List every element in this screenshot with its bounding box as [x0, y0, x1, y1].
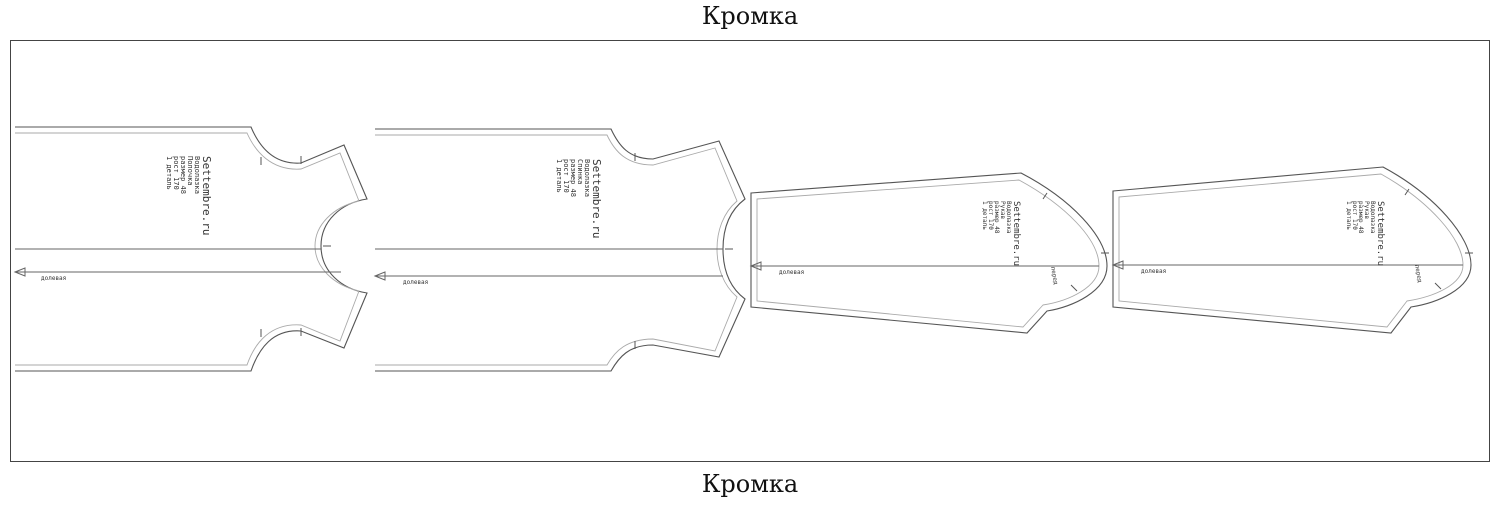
sleeve-1-label-line: размер 48 — [993, 201, 1000, 234]
pattern-layout-drawing: долевая Settembre.ru Водолазка Полочка р… — [13, 126, 1473, 372]
sleeve-2-cut-line — [1112, 166, 1472, 334]
back-label-line: Водолазка — [583, 159, 591, 197]
sleeve-2-grainline-arrow — [1111, 260, 1124, 270]
back-label-line: рост 170 — [562, 159, 570, 193]
back-label-line: 1 деталь — [555, 159, 563, 193]
sleeve-1-cut-line — [750, 172, 1108, 334]
back-grain-label: долевая — [403, 279, 428, 286]
top-selvage-label: Кромка — [701, 2, 799, 30]
sleeve-2-cap-label: перед — [1413, 264, 1423, 283]
sleeve-1-label-line: 1 деталь — [981, 201, 988, 230]
back-grainline-arrow — [373, 271, 386, 281]
bottom-selvage-label: Кромка — [701, 470, 799, 498]
back-label-line: Спинка — [576, 159, 584, 184]
sleeve-2-label-line: 1 деталь — [1345, 201, 1352, 230]
back-site-label: Settembre.ru — [590, 159, 603, 238]
sleeve-2-grain-label: долевая — [1141, 268, 1166, 275]
sleeve-1-grainline-arrow — [749, 261, 762, 271]
sleeve-2-site-label: Settembre.ru — [1375, 201, 1385, 266]
sleeve-piece-2: долевая перед Settembre.ru Водолазка Рук… — [1111, 166, 1473, 334]
sleeve-1-label-line: рост 170 — [987, 201, 994, 230]
front-grainline-arrow — [13, 267, 26, 277]
sleeve-1-seam-line — [756, 179, 1100, 328]
sleeve-2-notch — [1434, 282, 1442, 290]
front-piece: долевая Settembre.ru Водолазка Полочка р… — [13, 126, 368, 372]
back-piece: долевая Settembre.ru Водолазка Спинка ра… — [373, 128, 746, 372]
sleeve-1-grain-label: долевая — [779, 269, 804, 276]
front-seam-line — [15, 132, 360, 366]
front-grain-label: долевая — [41, 275, 66, 282]
sleeve-piece-1: долевая перед Settembre.ru Водолазка Рук… — [749, 172, 1109, 334]
back-label-line: размер 48 — [569, 159, 577, 197]
front-label-line: Полочка — [186, 156, 194, 186]
sleeve-1-label-line: Рукав — [999, 201, 1006, 219]
front-site-label: Settembre.ru — [200, 156, 213, 235]
sleeve-1-label-line: Водолазка — [1005, 201, 1012, 234]
front-label-line: Водолазка — [193, 156, 201, 194]
fabric-layout-area: долевая Settembre.ru Водолазка Полочка р… — [10, 40, 1490, 462]
sleeve-2-label-line: Водолазка — [1369, 201, 1376, 234]
front-label-line: рост 170 — [172, 156, 180, 190]
sleeve-2-label-line: рост 170 — [1351, 201, 1358, 230]
sleeve-2-notch — [1404, 188, 1410, 196]
sleeve-2-label-line: размер 48 — [1357, 201, 1364, 234]
front-label-line: размер 48 — [179, 156, 187, 194]
sleeve-2-label-line: Рукав — [1363, 201, 1370, 219]
sleeve-2-seam-line — [1118, 173, 1464, 328]
sleeve-1-notch — [1042, 192, 1048, 200]
sleeve-1-cap-label: перед — [1049, 266, 1059, 285]
front-label-line: 1 деталь — [165, 156, 173, 190]
front-cut-line — [15, 126, 368, 372]
sleeve-1-site-label: Settembre.ru — [1011, 201, 1021, 266]
sleeve-1-notch — [1070, 284, 1078, 292]
